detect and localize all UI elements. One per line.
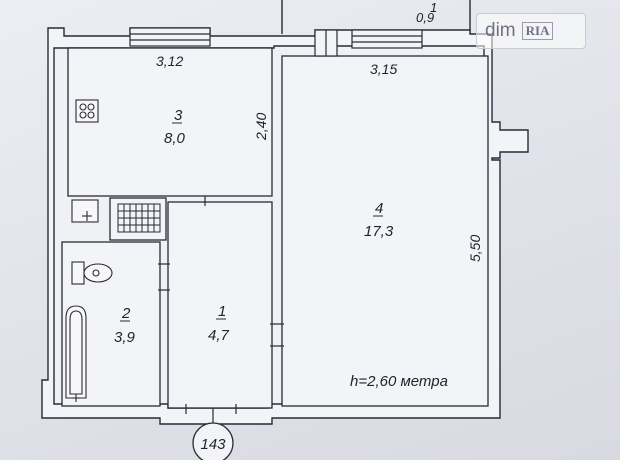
dim-kitchen-depth: 2,40 [253, 113, 269, 141]
toilet-icon [71, 261, 113, 285]
watermark-dim: dim [485, 20, 516, 41]
watermark-logo: dim RIA [476, 13, 586, 49]
room-2-number: 2 [121, 305, 131, 322]
vent-shaft [109, 197, 167, 241]
living-window [351, 29, 423, 49]
room-2-area: 3,9 [114, 329, 136, 346]
room-4-outline [281, 55, 489, 407]
sink-icon [71, 199, 99, 223]
kitchen-window [129, 27, 211, 47]
dim-kitchen-width: 3,12 [156, 53, 183, 69]
dim-living-width: 3,15 [370, 61, 397, 77]
stove-icon [75, 99, 99, 123]
room-1-number: 1 [218, 303, 226, 320]
dim-living-depth: 5,50 [467, 235, 483, 262]
room-1-outline [167, 201, 273, 409]
bathtub-icon [65, 305, 87, 402]
vent-grid [117, 203, 161, 233]
apartment-number: 143 [200, 436, 226, 453]
balcony-number: 1 [430, 0, 437, 15]
room-4-number: 4 [375, 200, 383, 217]
balcony-area: 0,9 [416, 10, 434, 25]
watermark-ria: RIA [521, 22, 554, 40]
room-3-area: 8,0 [164, 130, 186, 147]
room-3-outline [67, 47, 273, 197]
room-4-area: 17,3 [364, 223, 394, 240]
apartment-number-circle [192, 422, 234, 460]
ceiling-height: h=2,60 метра [350, 373, 448, 390]
room-1-area: 4,7 [208, 327, 230, 344]
room-3-number: 3 [174, 107, 183, 124]
